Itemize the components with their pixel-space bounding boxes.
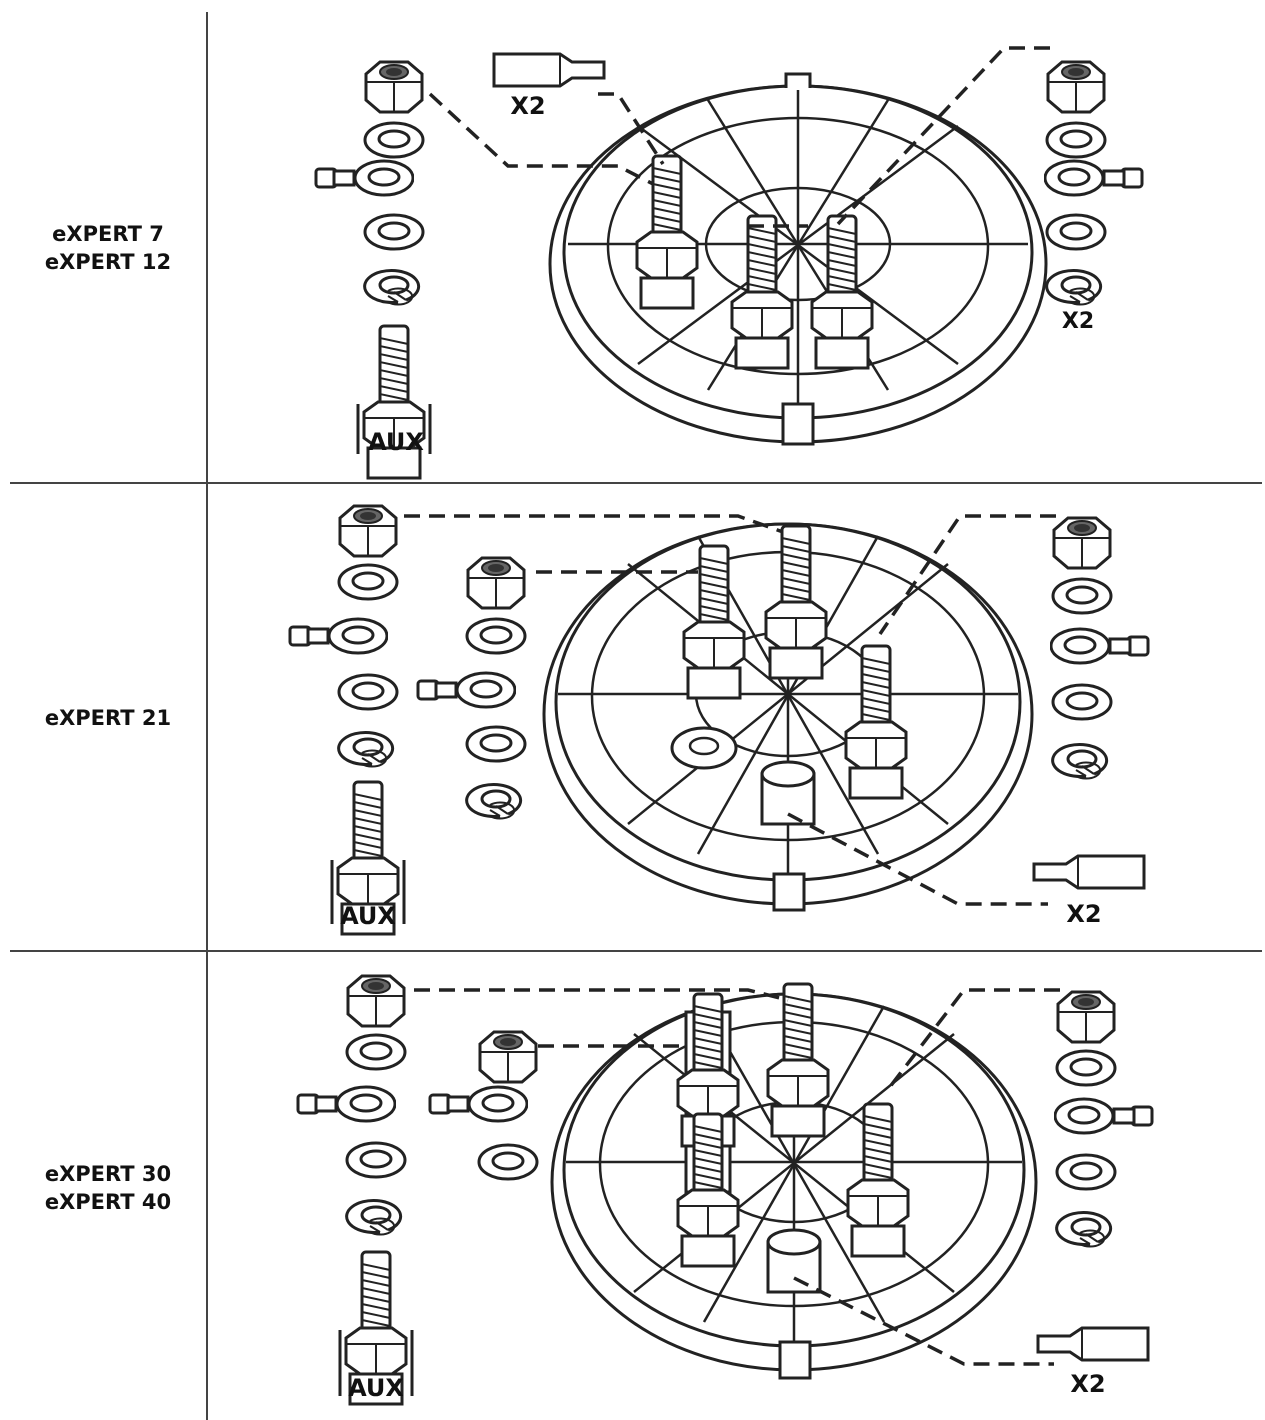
ring-terminal (1050, 627, 1150, 665)
table-row-divider-2 (10, 950, 1262, 952)
flat-washer (345, 1141, 407, 1179)
terminal-base-plate (542, 522, 1034, 912)
aux-label: AUX (348, 1374, 404, 1402)
lock-washer (363, 268, 421, 306)
assembly-leader-lines (428, 46, 1050, 228)
lock-washer (1051, 742, 1109, 780)
row-3-model-label: eXPERT 30 eXPERT 40 (10, 1160, 206, 1216)
ring-terminal (288, 617, 388, 655)
flat-washer (337, 673, 399, 711)
row-1-terminal-diagram: AUX X2 X2 (314, 46, 1144, 480)
lock-washer (465, 782, 523, 820)
assembly-leader-lines (404, 514, 1056, 906)
row-3-terminal-diagram: AUX X2 (296, 974, 1154, 1406)
table-vertical-divider (206, 12, 208, 1420)
row-1-model-label: eXPERT 7 eXPERT 12 (10, 220, 206, 276)
hex-nut (338, 504, 398, 558)
model-name: eXPERT 21 (44, 706, 172, 730)
row-2-model-label: eXPERT 21 (10, 704, 206, 732)
x2-label: X2 (1070, 1370, 1105, 1398)
flat-washer (363, 121, 425, 159)
model-name: eXPERT 40 (44, 1190, 172, 1214)
ring-terminal (1054, 1097, 1154, 1135)
flat-washer (345, 1033, 407, 1071)
flat-washer (465, 725, 527, 763)
flat-washer (1055, 1153, 1117, 1191)
flat-washer (337, 563, 399, 601)
x2-sleeve-terminal (1036, 1326, 1150, 1362)
flat-washer (1045, 213, 1107, 251)
x2-label: X2 (510, 92, 545, 120)
flat-washer (1051, 577, 1113, 615)
x2-sleeve-terminal (492, 52, 606, 88)
terminal-base-plate (548, 72, 1048, 446)
lock-washer (1045, 268, 1103, 306)
x2-label: X2 (1066, 900, 1101, 928)
flat-washer (477, 1143, 539, 1181)
x2-sleeve-terminal (1032, 854, 1146, 890)
hex-nut (478, 1030, 538, 1084)
aux-label: AUX (340, 902, 396, 930)
flat-washer (363, 213, 425, 251)
lock-washer (345, 1198, 403, 1236)
model-name: eXPERT 30 (44, 1162, 172, 1186)
hex-nut (346, 974, 406, 1028)
model-name: eXPERT 12 (44, 250, 172, 274)
x2-label: X2 (1062, 309, 1094, 334)
hex-nut (1056, 990, 1116, 1044)
hex-nut (1046, 60, 1106, 114)
lock-washer (337, 730, 395, 768)
ring-terminal (314, 159, 414, 197)
ring-terminal (416, 671, 516, 709)
assembly-leader-lines (414, 988, 1060, 1366)
flat-washer (465, 617, 527, 655)
hex-nut (466, 556, 526, 610)
flat-washer (1055, 1049, 1117, 1087)
aux-label: AUX (368, 428, 424, 456)
row-2-terminal-diagram: AUX X2 (288, 504, 1150, 936)
ring-terminal (296, 1085, 396, 1123)
lock-washer (1055, 1210, 1113, 1248)
hex-nut (1052, 516, 1112, 570)
hex-nut (364, 60, 424, 114)
flat-washer (1051, 683, 1113, 721)
ring-terminal (428, 1085, 528, 1123)
model-name: eXPERT 7 (52, 222, 164, 246)
flat-washer (1045, 121, 1107, 159)
table-row-divider-1 (10, 482, 1262, 484)
ring-terminal (1044, 159, 1144, 197)
